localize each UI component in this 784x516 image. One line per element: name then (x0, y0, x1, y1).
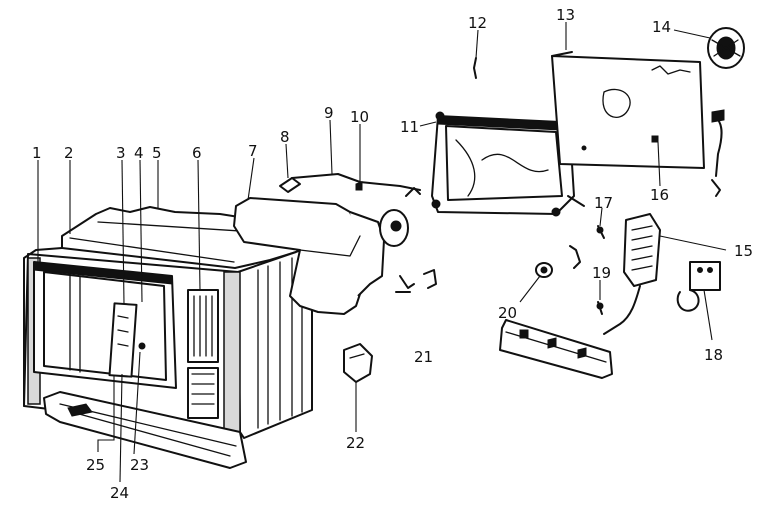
callout-1: 1 (32, 144, 42, 162)
callout-17: 17 (594, 194, 613, 212)
cabinet-assembly (23, 206, 319, 469)
clip-part (423, 269, 437, 289)
callout-2: 2 (64, 144, 74, 162)
callout-22: 22 (346, 434, 365, 452)
callout-23: 23 (130, 456, 149, 474)
callout-24: 24 (110, 484, 129, 502)
callout-6: 6 (192, 144, 202, 162)
callout-18: 18 (704, 346, 723, 364)
speaker (707, 27, 745, 69)
callout-9: 9 (324, 104, 334, 122)
callout-11: 11 (400, 118, 419, 136)
callout-5: 5 (152, 144, 162, 162)
circuit-module (603, 213, 661, 335)
chassis-board (499, 319, 613, 379)
part-18-assembly (676, 261, 721, 312)
callout-15: 15 (734, 242, 753, 260)
callout-12: 12 (468, 14, 487, 32)
callout-13: 13 (556, 6, 575, 24)
callout-14: 14 (652, 18, 671, 36)
yoke-bracket (279, 173, 421, 193)
callout-25: 25 (86, 456, 105, 474)
picture-tube (233, 187, 421, 315)
back-panel (551, 51, 705, 169)
callout-16: 16 (650, 186, 669, 204)
callout-3: 3 (116, 144, 126, 162)
small-bracket (535, 245, 581, 278)
callout-8: 8 (280, 128, 290, 146)
callout-7: 7 (248, 142, 258, 160)
part-12-shape (473, 57, 477, 79)
callout-19: 19 (592, 264, 611, 282)
callout-labels: 1 2 3 4 5 6 7 8 9 10 11 12 13 14 15 16 1… (32, 6, 753, 502)
leader-lines (37, 22, 727, 483)
part-22-knob-plate (343, 343, 373, 383)
cord (711, 109, 725, 197)
callout-21: 21 (414, 348, 433, 366)
callout-10: 10 (350, 108, 369, 126)
callout-20: 20 (498, 304, 517, 322)
callout-4: 4 (134, 144, 144, 162)
